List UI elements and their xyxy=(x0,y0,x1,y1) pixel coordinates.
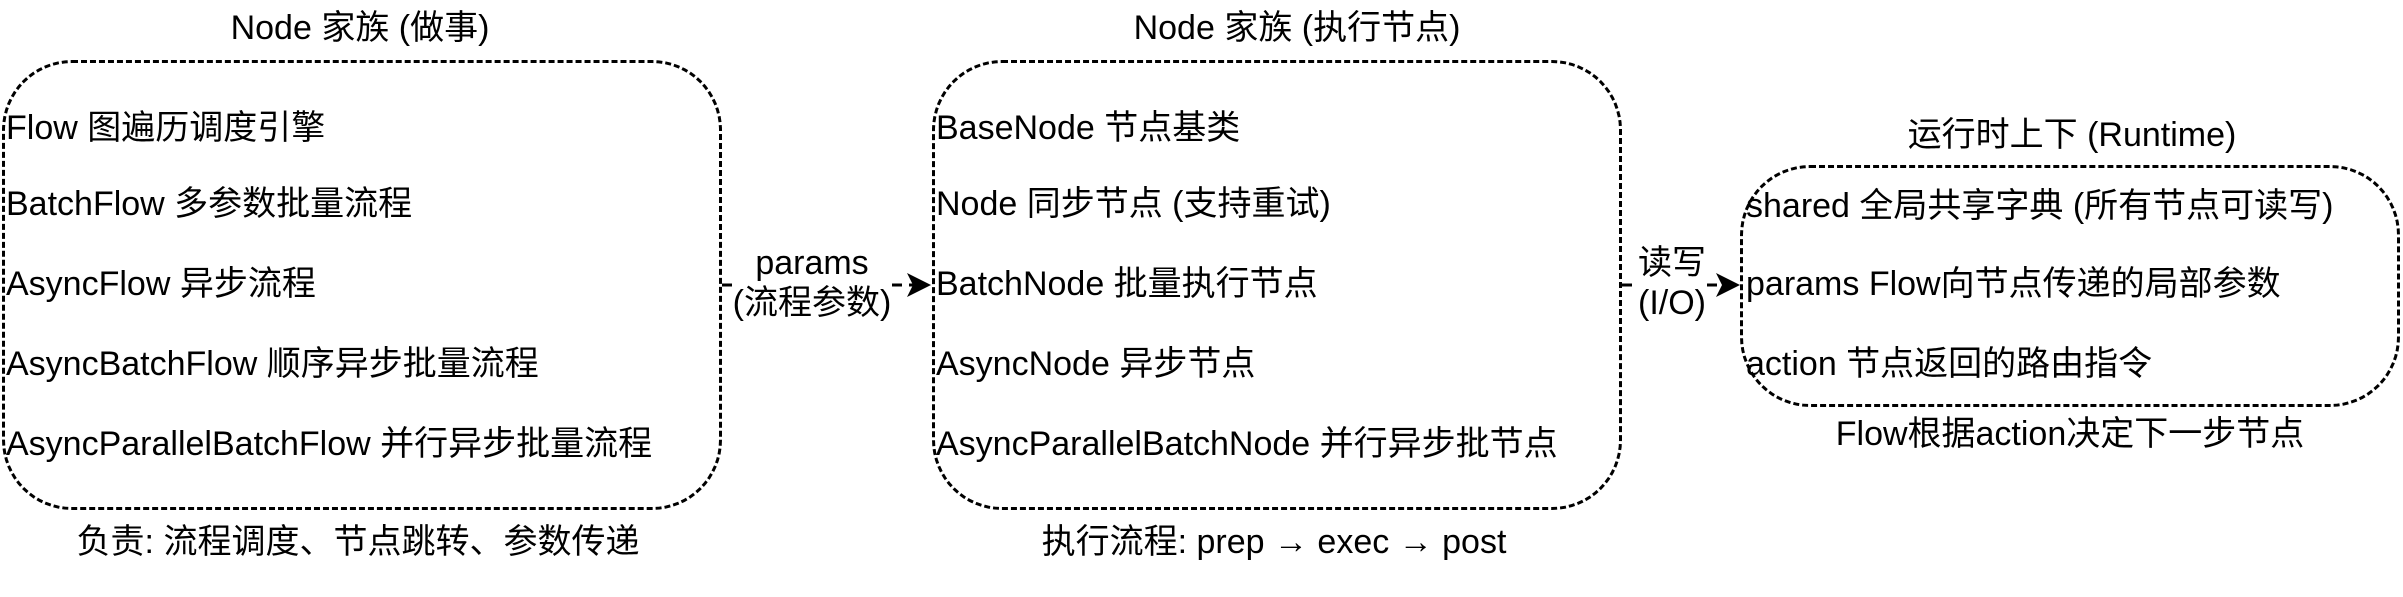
edge-label-line2: (流程参数) xyxy=(732,284,892,322)
list-item: AsyncFlow 异步流程 xyxy=(6,265,316,303)
list-item: AsyncParallelBatchNode 并行异步批节点 xyxy=(936,425,1558,463)
group-caption-runtime: Flow根据action决定下一步节点 xyxy=(1835,415,2305,453)
edge-label-io: 读写 (I/O) xyxy=(1638,243,1706,323)
group-title-flow: Node 家族 (做事) xyxy=(230,9,490,47)
list-item: BatchNode 批量执行节点 xyxy=(936,265,1318,303)
group-title-node: Node 家族 (执行节点) xyxy=(1133,9,1461,47)
group-box-node xyxy=(932,60,1622,510)
group-caption-node: 执行流程: prep → exec → post xyxy=(1041,523,1507,561)
arrow-head-icon xyxy=(1716,273,1740,297)
group-box-flow xyxy=(2,60,722,510)
list-item: Flow 图遍历调度引擎 xyxy=(6,109,326,147)
edge-label-line2: (I/O) xyxy=(1638,284,1706,322)
list-item: AsyncBatchFlow 顺序异步批量流程 xyxy=(6,345,539,383)
list-item: AsyncNode 异步节点 xyxy=(936,345,1256,383)
list-item: action 节点返回的路由指令 xyxy=(1746,345,2153,383)
group-title-runtime: 运行时上下 (Runtime) xyxy=(1907,116,2237,154)
list-item: Node 同步节点 (支持重试) xyxy=(936,185,1331,223)
list-item: params Flow向节点传递的局部参数 xyxy=(1746,265,2281,303)
group-box-runtime xyxy=(1740,165,2400,407)
arrow-head-icon xyxy=(907,273,931,297)
list-item: BatchFlow 多参数批量流程 xyxy=(6,185,413,223)
edge-label-params: params (流程参数) xyxy=(732,243,892,323)
edge-label-line1: 读写 xyxy=(1638,244,1706,282)
list-item: AsyncParallelBatchFlow 并行异步批量流程 xyxy=(6,425,653,463)
group-caption-flow: 负责: 流程调度、节点跳转、参数传递 xyxy=(76,523,640,561)
edge-label-line1: params xyxy=(755,244,869,282)
list-item: shared 全局共享字典 (所有节点可读写) xyxy=(1746,187,2334,225)
list-item: BaseNode 节点基类 xyxy=(936,109,1241,147)
